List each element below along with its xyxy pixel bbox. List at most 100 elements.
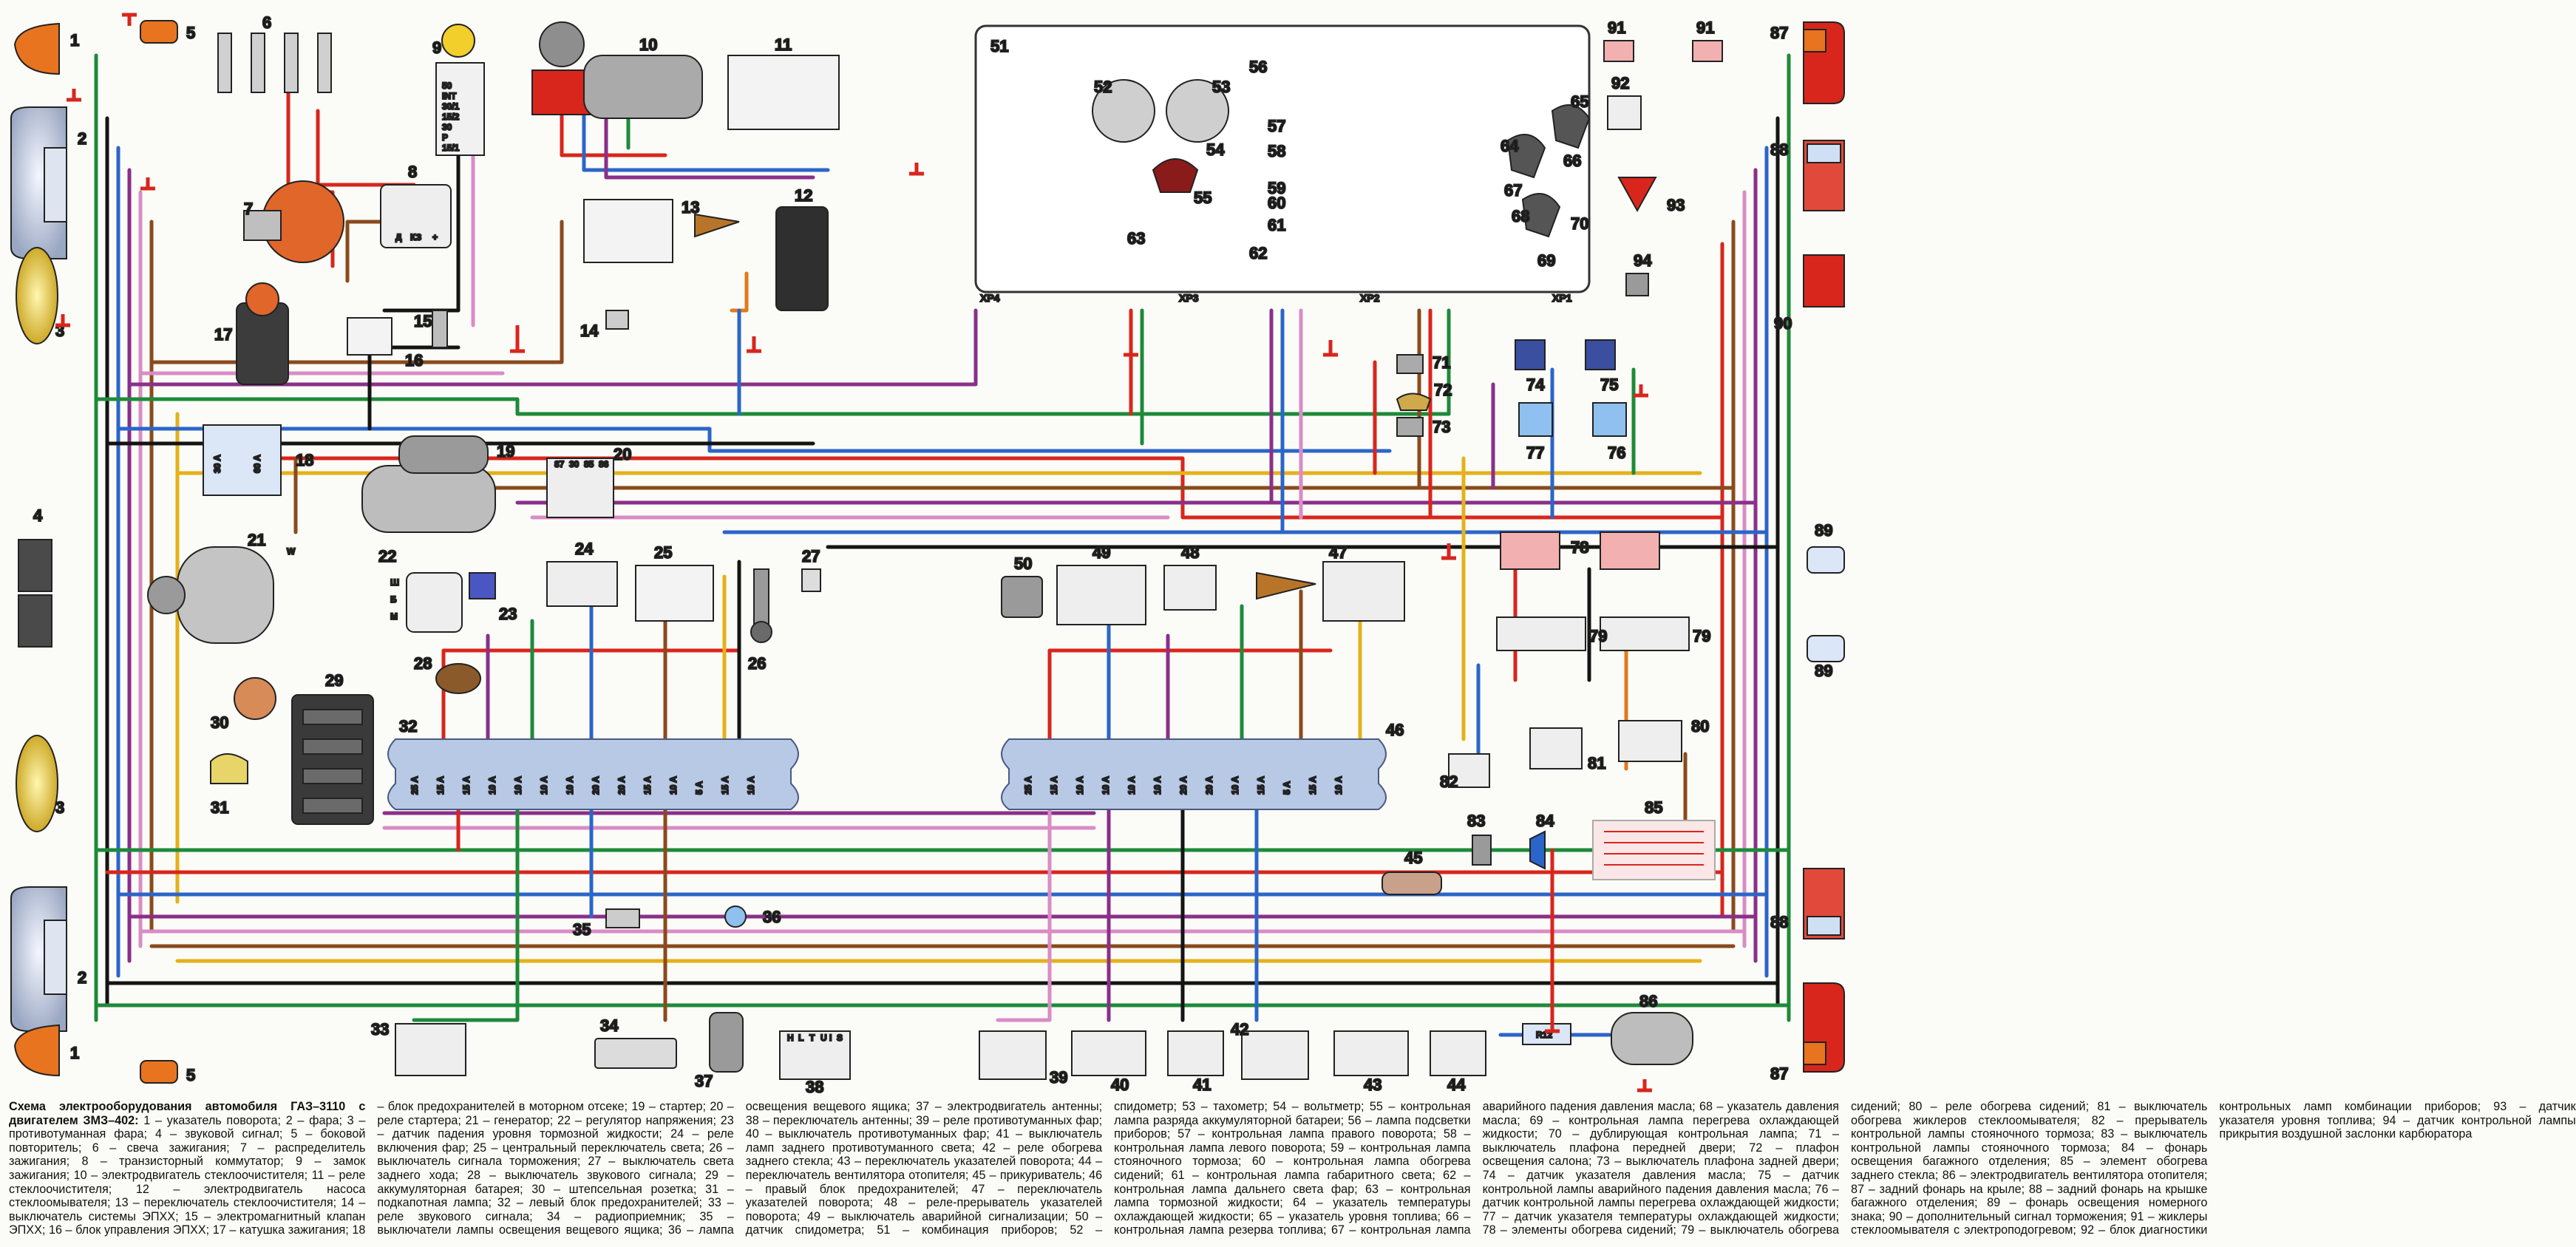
rear-lamp-wing-bottom: 87 [1770, 982, 1845, 1084]
component-label: 44 [1447, 1076, 1466, 1094]
coolant-temperature-sensor: 77 [1518, 402, 1553, 463]
antenna-switch: H L T U I S 38 [779, 1030, 851, 1097]
reverse-light-switch: 27 [801, 546, 821, 592]
fog-lamp-relay: 39 [979, 1030, 1068, 1087]
component-label: 49 [1092, 543, 1110, 562]
seat-heater-switches: 79 79 [1496, 616, 1711, 651]
component-label: 11 [775, 35, 792, 54]
component-label: 58 [1268, 142, 1285, 160]
component-label: 7 [244, 200, 253, 218]
component-label: 74 [1526, 376, 1545, 394]
component-label: 28 [414, 654, 432, 673]
svg-text:М: М [390, 611, 398, 622]
svg-text:30: 30 [569, 459, 580, 469]
brake-light-switch: 26 [747, 568, 772, 673]
components: 1 5 2 3 4 3 [10, 13, 1845, 1097]
distributor: 7 [243, 180, 344, 263]
svg-text:15 A: 15 A [1308, 776, 1318, 795]
tachometer-gauge: 53 [1166, 77, 1231, 143]
svg-text:15/2: 15/2 [442, 112, 460, 122]
component-label: 72 [1434, 381, 1452, 399]
component-label: 78 [1571, 538, 1588, 557]
additional-brake-light: 90 [1773, 254, 1845, 333]
component-label: 73 [1433, 418, 1450, 436]
component-label: 1 [70, 31, 79, 50]
diagnostic-block: 92 [1607, 73, 1642, 130]
cluster-connectors: XP4 XP3 XP2 XP1 [979, 291, 1573, 305]
component-label: 61 [1268, 216, 1285, 234]
svg-text:I: I [829, 1033, 832, 1043]
glovebox-lamp-switch: 35 [572, 908, 640, 940]
component-label: 14 [580, 322, 599, 340]
svg-text:25 A: 25 A [409, 776, 420, 795]
component-label: 2 [78, 968, 86, 987]
svg-text:P: P [442, 132, 448, 143]
interior-lamp: 72 [1396, 380, 1452, 411]
left-fuse-ratings: 25 A 15 A 15 A 10 A 10 A 10 A 10 A 20 A … [409, 775, 757, 795]
rear-window-heater-relay: 42 [1230, 1019, 1309, 1080]
svg-text:15 A: 15 A [1256, 776, 1266, 795]
component-label: 66 [1563, 152, 1581, 170]
coolant-overheat-sensor: 76 [1592, 402, 1627, 463]
component-label: 46 [1386, 721, 1404, 739]
hazard-switch: 49 [1056, 543, 1146, 625]
oil-pressure-sensor: 74 [1515, 339, 1546, 395]
starter: 19 [361, 435, 515, 533]
ephh-valve: 15 [413, 310, 448, 348]
svg-text:XP1: XP1 [1552, 292, 1572, 304]
caption-text: 1 – указатель поворота; 2 – фара; 3 – пр… [9, 1100, 2576, 1237]
seat-heater-elements: 78 [1500, 531, 1660, 570]
component-label: 57 [1268, 117, 1285, 135]
trunk-lamp: 84 [1529, 811, 1555, 870]
front-door-lamp-switch: 71 [1396, 353, 1451, 374]
voltage-regulator: Ш Б М 22 [378, 546, 463, 633]
svg-text:INT: INT [442, 91, 457, 101]
svg-text:20 A: 20 A [591, 776, 601, 795]
svg-text:Д: Д [395, 232, 402, 242]
component-label: 69 [1537, 251, 1555, 270]
caption-legend: Схема электрооборудования автомобиля ГАЗ… [9, 1100, 2576, 1242]
component-label: 76 [1608, 444, 1625, 462]
svg-text:5 A: 5 A [1282, 781, 1292, 795]
turn-signal-switch: 43 [1333, 1030, 1409, 1095]
svg-text:86: 86 [599, 459, 609, 469]
component-label: 22 [378, 547, 396, 565]
parking-brake-lamp-interrupter: 82 [1439, 753, 1490, 792]
antenna-motor: 37 [694, 1012, 744, 1091]
rear-lamp-trunk-top: 88 [1770, 140, 1845, 211]
turn-indicator-stalk-switch: 47 [1256, 543, 1405, 622]
component-label: 26 [748, 654, 766, 673]
rear-fog-switch: 41 [1167, 1030, 1224, 1095]
side-repeater-top: 5 [140, 20, 196, 44]
central-light-switch: 25 [635, 543, 714, 622]
svg-text:U: U [820, 1033, 827, 1043]
component-label: 86 [1639, 992, 1657, 1010]
engine-fuse-block: 30 A 60 A 18 [203, 424, 314, 496]
plug-socket: 30 [210, 677, 276, 733]
svg-text:20 A: 20 A [1204, 776, 1214, 795]
component-label: 83 [1467, 812, 1485, 830]
component-label: 89 [1815, 521, 1832, 540]
component-label: 48 [1181, 543, 1199, 562]
wiper-switch: 13 [583, 197, 740, 263]
svg-text:10 A: 10 A [746, 776, 756, 795]
component-label: 90 [1774, 314, 1792, 333]
svg-text:10 A: 10 A [1126, 776, 1137, 795]
svg-text:20 A: 20 A [616, 776, 627, 795]
component-label: 55 [1194, 188, 1211, 207]
svg-text:15 A: 15 A [720, 776, 730, 795]
component-label: 82 [1440, 772, 1458, 791]
oil-pressure-gauge: 68 [1511, 193, 1561, 238]
rear-lamp-wing-top: 87 [1770, 21, 1845, 104]
svg-text:XP3: XP3 [1179, 292, 1199, 304]
alternator: W 21 [147, 530, 296, 644]
component-label: 81 [1588, 754, 1605, 772]
svg-text:10 A: 10 A [565, 776, 575, 795]
horn-relay: 33 [370, 1019, 466, 1076]
component-label: 45 [1404, 849, 1422, 867]
spark-plugs: 6 [217, 13, 332, 93]
ground-symbols [55, 13, 1652, 1093]
component-label: 53 [1212, 78, 1230, 96]
headlamp-top-left: 2 [10, 106, 87, 259]
component-label: 37 [695, 1072, 713, 1090]
